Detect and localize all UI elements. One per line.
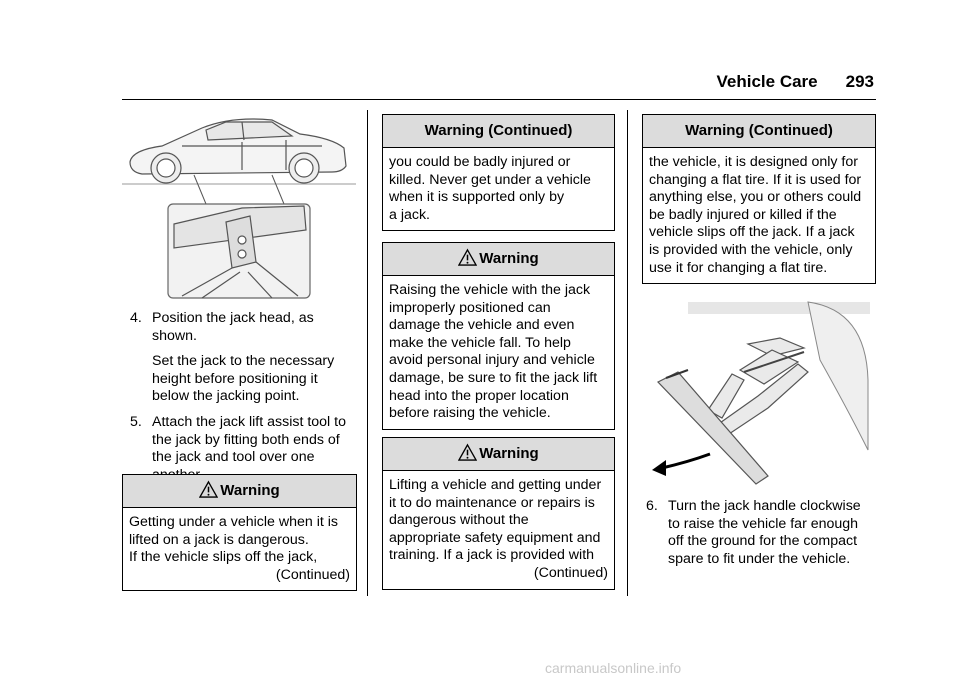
warning-line: be badly injured or killed if the: [649, 206, 837, 223]
step-5: 5. Attach the jack lift assist tool to t…: [130, 414, 352, 484]
warning-line: anything else, you or others could: [649, 189, 862, 206]
jack-handle-illustration: [652, 301, 870, 485]
warning-continued-box-middle: Warning (Continued) you could be badly i…: [382, 114, 615, 232]
warning-line: the vehicle, it is designed only for: [649, 154, 858, 170]
warning-continued-box-right: Warning (Continued) the vehicle, it is d…: [642, 114, 876, 285]
warning-title: Warning: [479, 250, 539, 267]
step-4-number: 4.: [130, 310, 142, 326]
warning-line: Lifting a vehicle and getting under: [389, 477, 602, 493]
column-divider-2: [627, 110, 628, 596]
warning-triangle-icon: [199, 480, 219, 498]
warning-title: Warning: [220, 482, 280, 499]
warning-line: a jack.: [389, 206, 431, 223]
step-4-note: Set the jack to the necessary height bef…: [152, 353, 335, 405]
warning-box-left: Warning Getting under a vehicle when it …: [122, 474, 357, 592]
warning-line: make the vehicle fall. To help: [389, 334, 571, 351]
warning-line: training. If a jack is provided with: [389, 547, 595, 564]
left-column: 4. Position the jack head, as shown. Set…: [130, 310, 352, 484]
warning-line: is provided with the vehicle, only: [649, 241, 853, 258]
warning-box-header: Warning: [383, 243, 614, 276]
warning-line: when it is supported only by: [389, 189, 565, 206]
warning-line: damage the vehicle and even: [389, 317, 575, 334]
car-jack-position-illustration: [122, 118, 356, 299]
warning-box-header: Warning (Continued): [383, 115, 614, 148]
step-5-text: Attach the jack lift assist tool to the …: [152, 413, 346, 483]
warning-line: use it for changing a flat tire.: [649, 259, 828, 276]
warning-title: Warning: [479, 445, 539, 462]
warning-line: If the vehicle slips off the jack,: [129, 549, 318, 566]
step-5-number: 5.: [130, 413, 142, 430]
warning-triangle-icon: [458, 248, 478, 266]
warning-line: head into the proper location: [389, 387, 569, 404]
warning-line: improperly positioned can: [389, 299, 551, 316]
section-title: Vehicle Care: [716, 72, 818, 91]
step-4-text: Position the jack head, as shown.: [152, 310, 314, 344]
right-column-step: 6. Turn the jack handle clockwise to rai…: [646, 498, 870, 568]
warning-triangle-icon: [458, 443, 478, 461]
warning-line: dangerous without the: [389, 512, 529, 529]
continued-label: (Continued): [275, 566, 350, 583]
warning-box-header: Warning: [123, 475, 356, 508]
warning-line: vehicle slips off the jack. If a jack: [649, 224, 855, 241]
page-number: 293: [845, 72, 874, 91]
warning-line: avoid personal injury and vehicle: [389, 352, 595, 369]
header-rule: [122, 99, 876, 100]
warning-line: damage, be sure to fit the jack lift: [389, 369, 598, 386]
page-header: Vehicle Care 293: [717, 72, 875, 92]
warning-line: lifted on a jack is dangerous.: [129, 531, 309, 548]
step-6: 6. Turn the jack handle clockwise to rai…: [646, 498, 870, 568]
column-divider-1: [367, 110, 368, 596]
step-6-text: Turn the jack handle clockwise to raise …: [668, 498, 861, 567]
warning-line: Raising the vehicle with the jack: [389, 282, 591, 298]
warning-box-header: Warning: [383, 438, 614, 471]
warning-line: appropriate safety equipment and: [389, 529, 601, 546]
warning-box-header: Warning (Continued): [643, 115, 875, 148]
warning-box-middle-3: Warning Lifting a vehicle and getting un…: [382, 437, 615, 590]
warning-line: killed. Never get under a vehicle: [389, 171, 591, 188]
warning-box-middle-2: Warning Raising the vehicle with the jac…: [382, 242, 615, 430]
continued-label: (Continued): [533, 564, 608, 581]
warning-line: before raising the vehicle.: [389, 405, 551, 422]
watermark: carmanualsonline.info: [545, 660, 682, 676]
warning-line: it to do maintenance or repairs is: [389, 494, 595, 511]
step-4: 4. Position the jack head, as shown.: [130, 310, 352, 345]
warning-line: Getting under a vehicle when it is: [129, 514, 338, 530]
warning-line: you could be badly injured or: [389, 154, 571, 170]
step-6-number: 6.: [646, 498, 658, 514]
warning-line: changing a flat tire. If it is used for: [649, 171, 862, 188]
